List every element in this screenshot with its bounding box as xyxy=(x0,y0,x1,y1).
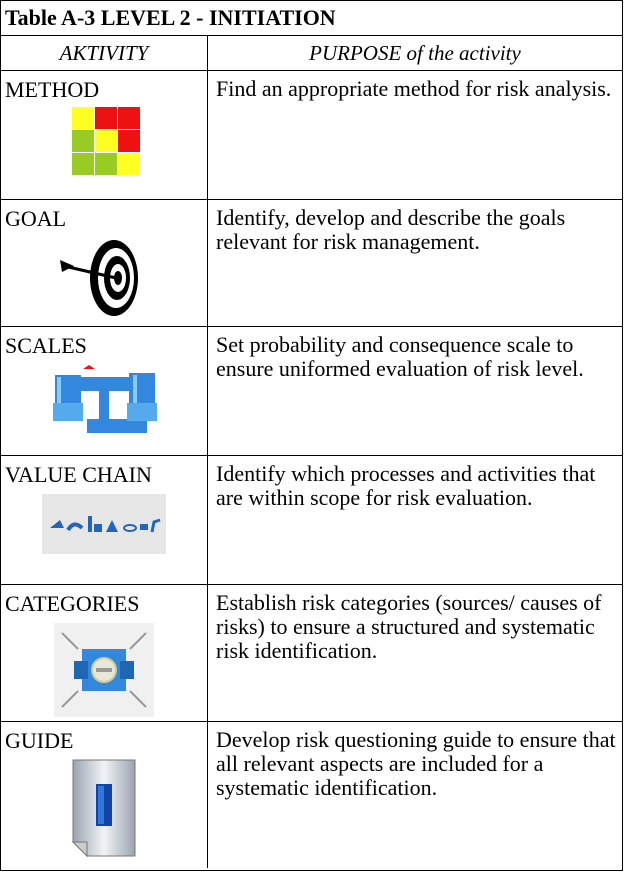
categories-diagram-icon xyxy=(54,623,154,717)
header-activity: AKTIVITY xyxy=(1,36,208,70)
purpose-scales: Set probability and consequence scale to… xyxy=(216,332,584,381)
risk-matrix-icon xyxy=(72,107,140,175)
table-header-row: AKTIVITY PURPOSE of the activity xyxy=(1,36,622,71)
balance-scale-icon xyxy=(53,365,157,433)
table-row: METHOD Find an appropriate method for ri… xyxy=(1,71,622,200)
purpose-categories: Establish risk categories (sources/ caus… xyxy=(216,590,602,663)
header-purpose: PURPOSE of the activity xyxy=(309,41,521,65)
activity-value-chain: VALUE CHAIN xyxy=(5,462,152,487)
table-row: SCALES Set probability and consequence s… xyxy=(1,327,622,456)
activity-method: METHOD xyxy=(5,77,100,102)
table-row: GOAL Identify, develop and describe the … xyxy=(1,200,622,327)
target-icon xyxy=(60,240,138,316)
activity-scales: SCALES xyxy=(5,333,87,358)
document-guide-icon xyxy=(71,759,136,858)
activity-goal: GOAL xyxy=(5,206,67,231)
table-title: Table A-3 LEVEL 2 - INITIATION xyxy=(1,1,622,36)
value-chain-icon xyxy=(42,494,166,554)
purpose-value-chain: Identify which processes and activities … xyxy=(216,461,596,510)
purpose-guide: Develop risk questioning guide to ensure… xyxy=(216,727,616,800)
activity-guide: GUIDE xyxy=(5,728,74,753)
activity-categories: CATEGORIES xyxy=(5,591,140,616)
purpose-method: Find an appropriate method for risk anal… xyxy=(216,76,612,101)
table-row: GUIDE Develop risk questioning guide to … xyxy=(1,722,622,868)
table-row: VALUE CHAIN Identify which processes and… xyxy=(1,456,622,585)
purpose-goal: Identify, develop and describe the goals… xyxy=(216,205,566,254)
table-row: CATEGORIES Establish risk categories (so… xyxy=(1,585,622,722)
